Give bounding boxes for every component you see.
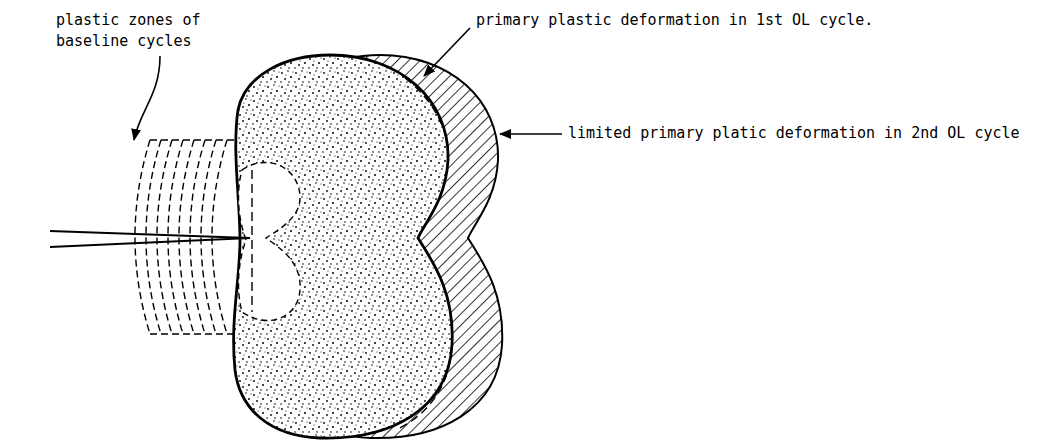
leader-arrow [500,133,562,135]
zone-boundary-dashed [400,78,452,428]
crack [50,231,250,247]
baseline-arc [157,140,172,334]
callout-label: limited primary platic deformation in 2n… [566,123,1022,144]
leader-arrow [424,28,470,76]
callout-label: plastic zones of baseline cycles [54,10,238,52]
leader-arrow [134,56,160,140]
stippled-zone [234,55,453,438]
baseline-arc [168,140,183,334]
crack-tip-zone [239,162,301,320]
baseline-arc [135,140,150,334]
tip-dashed-line [251,170,252,312]
baseline-arc [146,140,161,334]
callout-label: primary plastic deformation in 1st OL cy… [474,10,875,31]
